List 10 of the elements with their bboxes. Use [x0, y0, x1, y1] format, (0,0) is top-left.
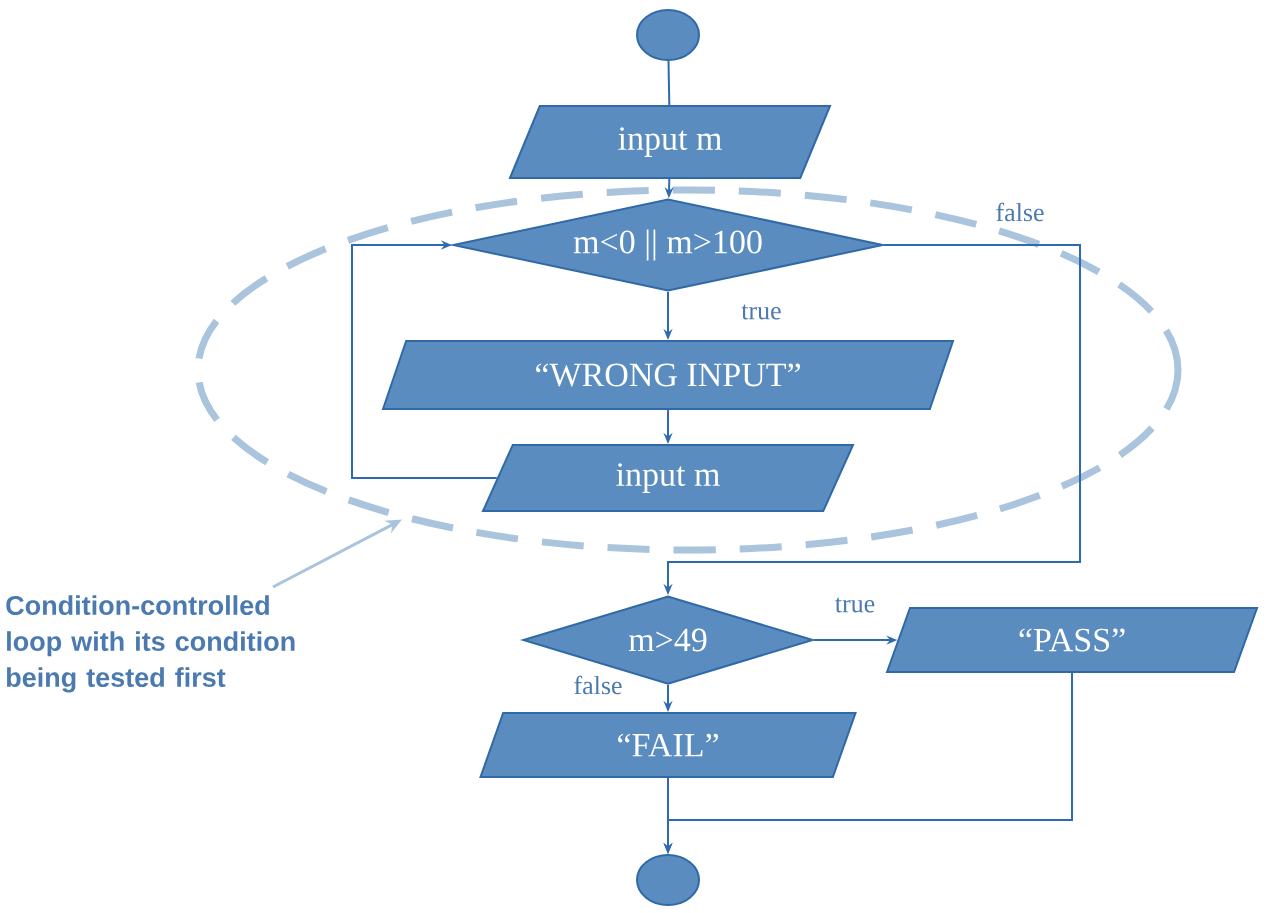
edge-label: true — [835, 597, 875, 613]
edge-label: true — [741, 304, 781, 320]
connector-line — [667, 60, 671, 106]
edge-label: false — [996, 202, 1044, 222]
io-parallelogram: “FAIL” — [479, 712, 857, 778]
terminal-circle — [636, 854, 700, 906]
terminal-circle — [636, 9, 700, 61]
annotation-text: Condition-controlled loop with its condition being tested first — [6, 595, 295, 693]
arrow — [351, 240, 498, 479]
loop-ellipse — [194, 186, 1182, 554]
